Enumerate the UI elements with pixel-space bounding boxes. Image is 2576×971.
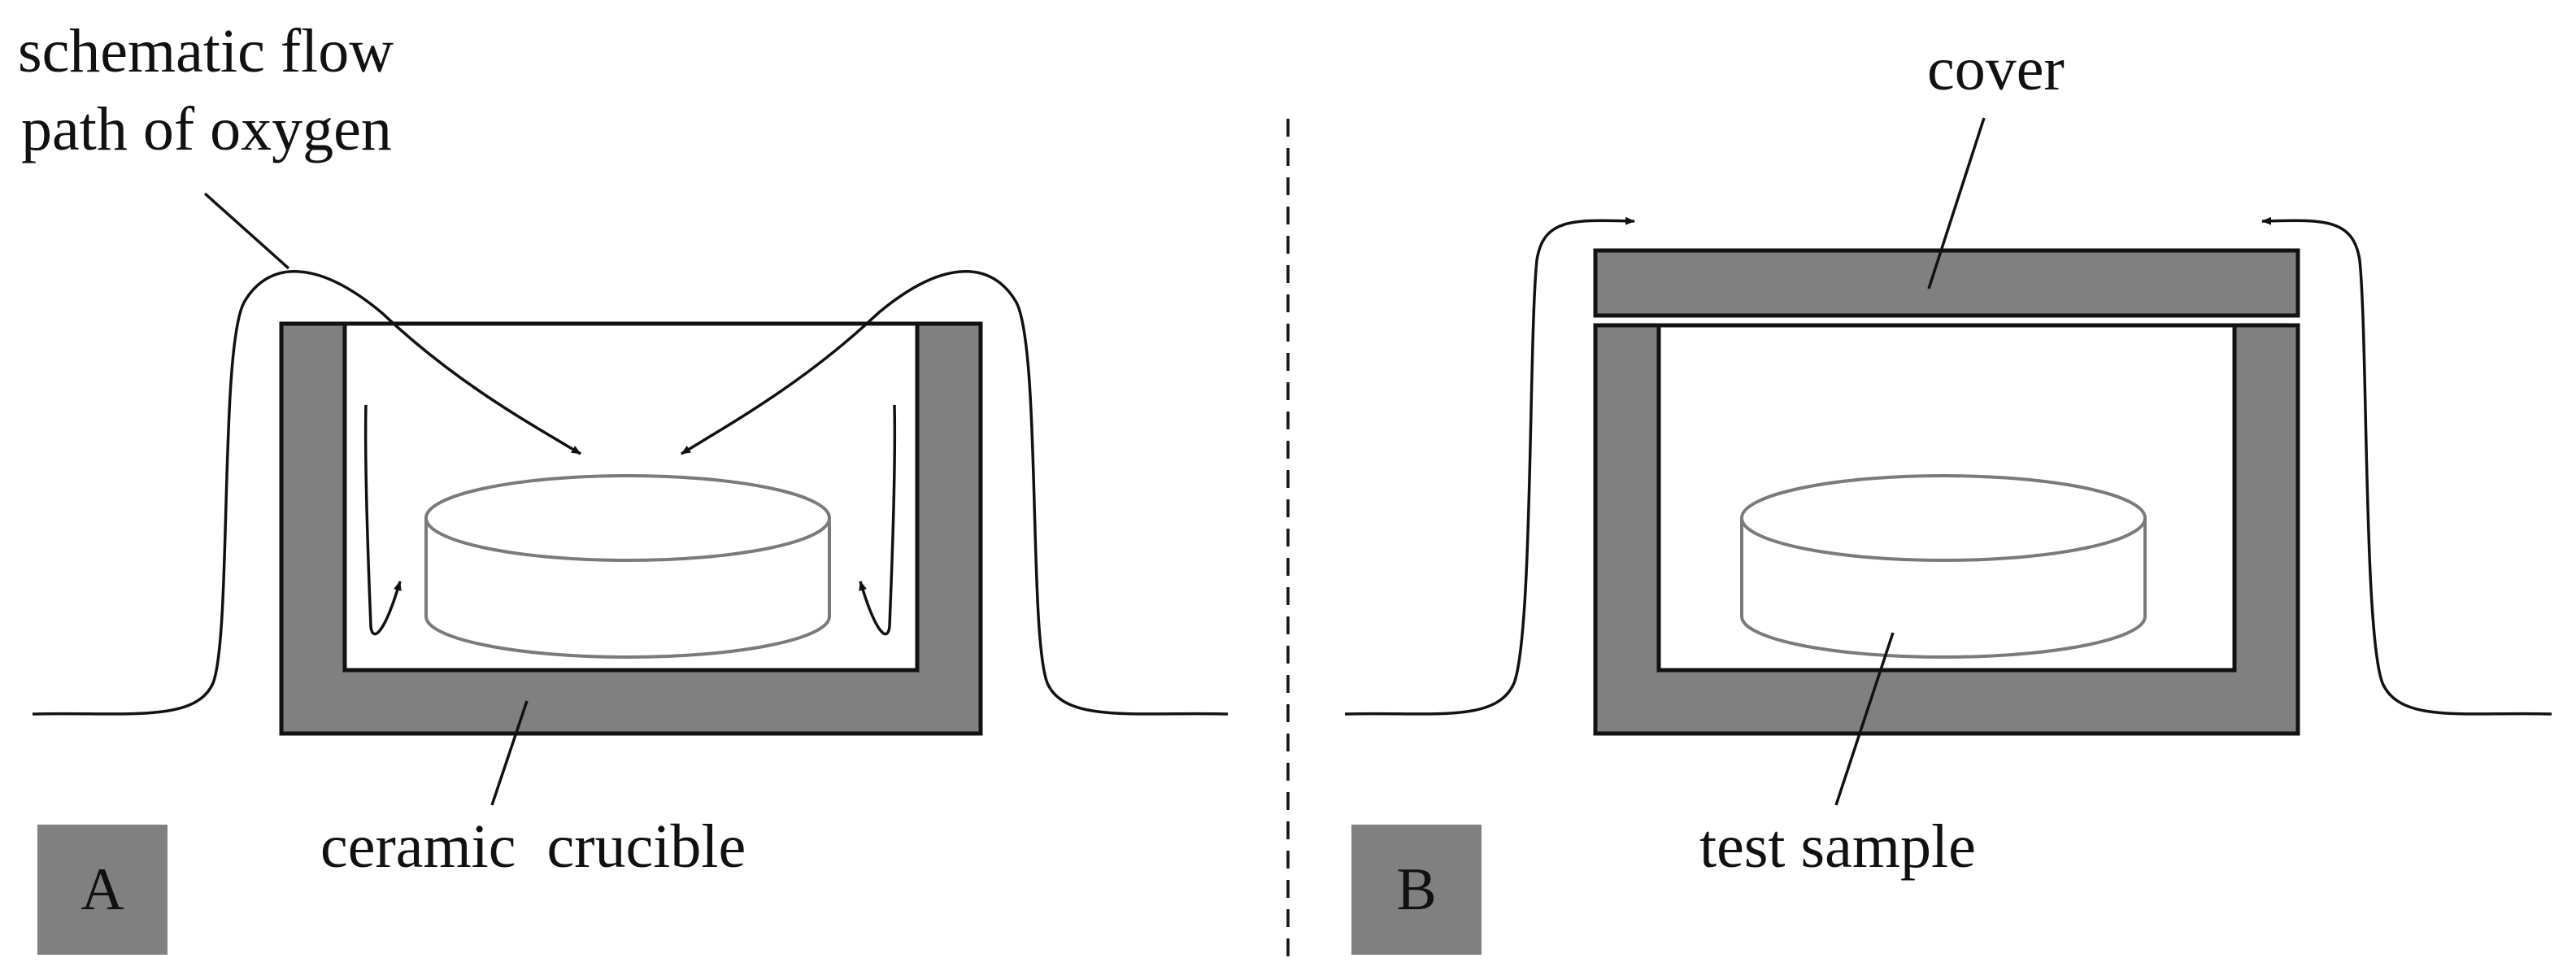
leader-flow-label — [203, 192, 290, 270]
crucible-a — [279, 321, 983, 736]
leader-cover-label — [1927, 117, 1986, 290]
crucible-label: ceramic crucible — [320, 812, 746, 881]
panel-b-badge — [1351, 825, 1482, 955]
sample-a — [424, 474, 831, 659]
flow-label-line1: schematic flow — [18, 17, 394, 85]
panel-a-badge — [37, 825, 168, 955]
oxygen-flow-inner-left-a — [363, 404, 402, 636]
panel-a-label: A — [80, 856, 124, 923]
flow-label-line2: path of oxygen — [21, 95, 392, 163]
cover-label: cover — [1927, 35, 2065, 103]
oxygen-flow-left-b — [1344, 216, 1635, 716]
oxygen-flow-outer-right-a — [681, 270, 1229, 716]
oxygen-flow-outer-a — [32, 270, 581, 716]
oxygen-flow-right-b — [2261, 216, 2552, 716]
sample-b — [1740, 474, 2147, 659]
oxygen-flow-inner-right-a — [859, 404, 897, 636]
sample-label: test sample — [1699, 812, 1976, 881]
leader-sample-label — [1834, 632, 1895, 806]
crucible-b — [1593, 323, 2300, 736]
panel-a: schematic flow path of oxygen ceramic cr… — [18, 17, 1229, 955]
leader-crucible-label — [490, 700, 529, 806]
panel-b: cover test sample B — [1344, 35, 2552, 955]
cover-b — [1593, 248, 2300, 318]
panel-b-label: B — [1396, 856, 1436, 923]
